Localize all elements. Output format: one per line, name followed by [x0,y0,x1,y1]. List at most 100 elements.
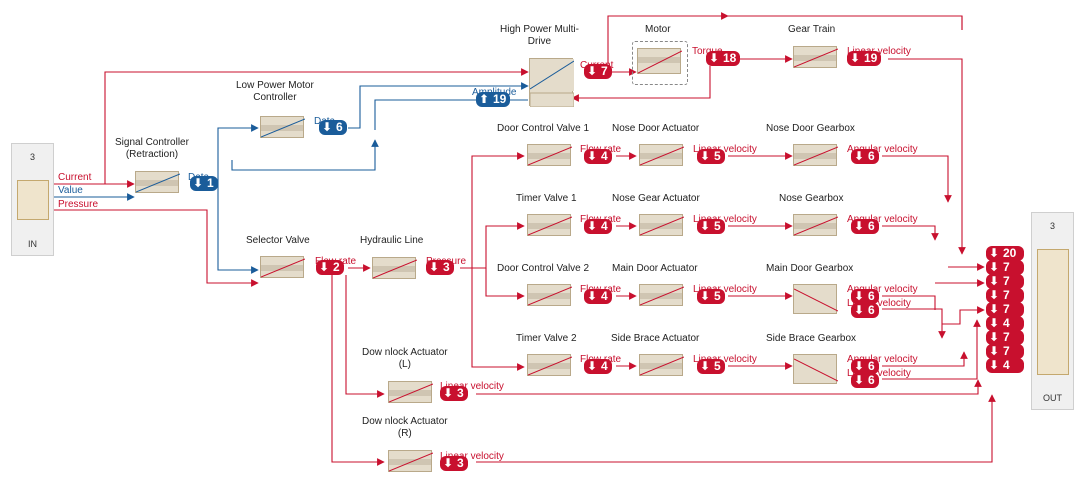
wire-sv-down [331,275,385,466]
signal-badge-hl-pressure[interactable]: ⬇3 [426,260,454,275]
block-timer-valve-2[interactable] [527,354,572,376]
signal-badge-mdg-linvel[interactable]: ⬇6 [851,303,879,318]
out-badge[interactable]: ⬇7 [986,302,1024,317]
arrow-down-icon: ⬇ [709,51,720,65]
signal-label-mda-linvel: Linear velocity [693,284,757,295]
block-title-door-control-valve-1: Door Control Valve 1 [497,123,590,134]
out-badge-count: 20 [1003,246,1017,260]
block-title-main-door-gearbox: Main Door Gearbox [766,263,854,274]
signal-badge-gt-linvel[interactable]: ⬇19 [847,51,882,66]
out-badge[interactable]: ⬇7 [986,274,1024,289]
signal-badge-motor-torque[interactable]: ⬇18 [706,51,741,66]
block-side-brace-actuator[interactable] [639,354,684,376]
out-badge[interactable]: ⬇7 [986,330,1024,345]
signal-badge-dcv2-flow[interactable]: ⬇4 [584,289,612,304]
block-title-downlock-actuator-l: Dow nlock Actuator(L) [362,347,448,370]
out-badge-count: 4 [1003,358,1010,372]
block-door-control-valve-2[interactable] [527,284,572,306]
signal-badge-count: 6 [868,303,875,317]
arrow-down-icon: ⬇ [989,302,1000,316]
signal-badge-count: 4 [601,219,608,233]
signal-label-sba-linvel: Linear velocity [693,354,757,365]
out-badge[interactable]: ⬇7 [986,288,1024,303]
out-badge[interactable]: ⬇7 [986,344,1024,359]
signal-badge-dla-l-linvel[interactable]: ⬇3 [440,386,468,401]
wire-sc-data [217,124,259,184]
block-timer-valve-1[interactable] [527,214,572,236]
arrow-down-icon: ⬇ [587,289,598,303]
block-nose-gear-actuator[interactable] [639,214,684,236]
signal-badge-dla-r-linvel[interactable]: ⬇3 [440,456,468,471]
block-signal-controller[interactable] [135,171,180,193]
signal-badge-nga-linvel[interactable]: ⬇5 [697,219,725,234]
out-badge-count: 7 [1003,274,1010,288]
block-title-side-brace-gearbox: Side Brace Gearbox [766,333,857,344]
block-nose-door-actuator[interactable] [639,144,684,166]
out-badge[interactable]: ⬇20 [986,246,1024,261]
block-downlock-actuator-r[interactable] [388,450,433,472]
block-main-door-actuator[interactable] [639,284,684,306]
block-motor[interactable] [637,48,682,74]
signal-badge-tv2-flow[interactable]: ⬇4 [584,359,612,374]
block-nose-door-gearbox[interactable] [793,144,838,166]
arrow-down-icon: ⬇ [989,260,1000,274]
out-badge-count: 7 [1003,288,1010,302]
signal-badge-mdg-angvel[interactable]: ⬇6 [851,289,879,304]
arrow-down-icon: ⬇ [854,149,865,163]
block-selector-valve[interactable] [260,256,305,278]
signal-badge-lp-data[interactable]: ⬇6 [319,120,347,135]
signal-badge-hp-current[interactable]: ⬇7 [584,64,612,79]
signal-badge-ng-angvel[interactable]: ⬇6 [851,219,879,234]
out-badge[interactable]: ⬇7 [986,260,1024,275]
block-title-high-power-drive: High Power Multi-Drive [500,24,579,47]
block-title-gear-train: Gear Train [788,24,836,35]
block-title-motor: Motor [645,24,671,35]
out-badge[interactable]: ⬇4 [986,358,1024,373]
arrow-down-icon: ⬇ [989,288,1000,302]
block-door-control-valve-1[interactable] [527,144,572,166]
arrow-down-icon: ⬇ [700,219,711,233]
block-title-nose-door-actuator: Nose Door Actuator [612,123,700,134]
wire-hl-p4 [485,268,525,300]
signal-badge-count: 6 [868,149,875,163]
signal-badge-sbg-linvel[interactable]: ⬇6 [851,373,879,388]
signal-badge-count: 6 [868,373,875,387]
block-title-nose-gearbox: Nose Gearbox [779,193,844,204]
block-gear-train[interactable] [793,46,838,68]
signal-badge-tv1-flow[interactable]: ⬇4 [584,219,612,234]
block-downlock-actuator-l[interactable] [388,381,433,403]
out-port[interactable]: 3 OUT [1031,212,1074,410]
wire-lp-data [348,82,529,129]
arrow-down-icon: ⬇ [587,219,598,233]
block-side-brace-gearbox[interactable] [793,354,838,384]
out-port-label: OUT [1043,393,1062,403]
out-badge-count: 7 [1003,260,1010,274]
signal-badge-hp-amplitude[interactable]: ⬆19 [476,92,511,107]
block-title-selector-valve: Selector Valve [246,235,310,246]
block-title-door-control-valve-2: Door Control Valve 2 [497,263,590,274]
signal-badge-count: 19 [864,51,878,65]
signal-badge-sv-flow[interactable]: ⬇2 [316,260,344,275]
block-nose-gearbox[interactable] [793,214,838,236]
in-port[interactable]: 3 IN [11,143,54,256]
out-badge[interactable]: ⬇4 [986,316,1024,331]
signal-badge-count: 6 [868,219,875,233]
arrow-down-icon: ⬇ [854,359,865,373]
wire-sc-data-sv [217,184,259,274]
signal-badge-sbg-angvel[interactable]: ⬇6 [851,359,879,374]
signal-badge-mda-linvel[interactable]: ⬇5 [697,289,725,304]
signal-badge-sba-linvel[interactable]: ⬇5 [697,359,725,374]
signal-badge-ndg-angvel[interactable]: ⬇6 [851,149,879,164]
signal-badge-dcv1-flow[interactable]: ⬇4 [584,149,612,164]
block-main-door-gearbox[interactable] [793,284,838,314]
block-low-power-motor[interactable] [260,116,305,138]
signal-badge-count: 5 [714,219,721,233]
block-high-power-drive[interactable] [529,58,574,107]
arrow-down-icon: ⬇ [854,289,865,303]
signal-label-sbg-linvel: Linear velocity [847,368,911,379]
in-port-connector [17,180,49,220]
block-hydraulic-line[interactable] [372,257,417,279]
signal-badge-sc-data[interactable]: ⬇1 [190,176,218,191]
signal-badge-nda-linvel[interactable]: ⬇5 [697,149,725,164]
wire-current [48,68,529,185]
